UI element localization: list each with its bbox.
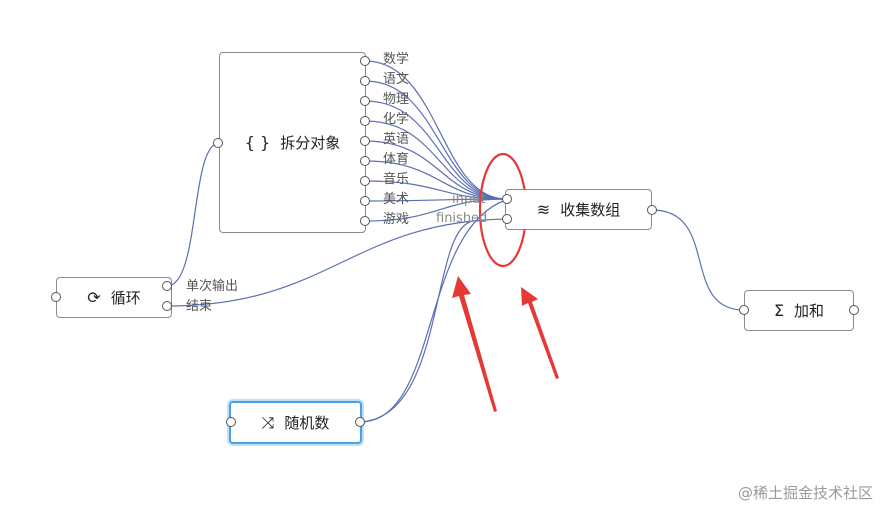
random-number-label: 随机数 [284, 414, 330, 432]
random-number-node[interactable]: ⤨ 随机数 [229, 401, 362, 444]
split-output-port[interactable] [360, 216, 370, 226]
loop-output-port-end[interactable] [162, 301, 172, 311]
collect-output-port[interactable] [647, 205, 657, 215]
split-output-label: 游戏 [383, 212, 410, 227]
split-output-label: 体育 [383, 152, 410, 167]
edge-loop-to-split [166, 142, 219, 287]
sum-output-port[interactable] [849, 305, 859, 315]
split-output-port[interactable] [360, 76, 370, 86]
split-output-label: 数学 [383, 52, 410, 67]
collect-finished-label: finished [436, 211, 488, 226]
edge-split-to-collect [364, 80, 507, 200]
annotation-arrow-left [452, 276, 497, 412]
edge-loop-end-to-collect [166, 218, 507, 307]
edge-split-to-collect [364, 198, 507, 222]
split-object-node[interactable]: { } 拆分对象 [219, 52, 366, 233]
collect-array-label: 收集数组 [560, 201, 621, 219]
collect-input-port[interactable] [502, 194, 512, 204]
edge-random-to-collect [359, 199, 507, 423]
edge-split-to-collect [364, 100, 507, 200]
split-output-port[interactable] [360, 196, 370, 206]
annotation-arrow-right [521, 287, 559, 379]
loop-output-label-single: 单次输出 [186, 279, 239, 294]
split-output-port[interactable] [360, 156, 370, 166]
split-input-port[interactable] [213, 138, 223, 148]
watermark: @稀土掘金技术社区 [737, 484, 873, 502]
random-output-port[interactable] [355, 417, 365, 427]
split-output-label: 语文 [383, 72, 410, 87]
edge-split-to-collect [364, 140, 507, 200]
sum-node[interactable]: Σ 加和 [744, 290, 854, 331]
shuffle-icon: ⤨ [261, 412, 275, 432]
split-output-label: 物理 [383, 92, 410, 107]
edge-random-to-collect-2 [359, 221, 471, 423]
split-output-port[interactable] [360, 136, 370, 146]
split-output-port[interactable] [360, 176, 370, 186]
loop-output-port-single[interactable] [162, 281, 172, 291]
split-output-port[interactable] [360, 56, 370, 66]
sum-input-port[interactable] [739, 305, 749, 315]
split-object-label: 拆分对象 [280, 134, 341, 152]
loop-label: 循环 [110, 289, 141, 307]
sigma-icon: Σ [773, 301, 785, 320]
edge-split-to-collect [364, 120, 507, 200]
edge-split-to-collect [364, 60, 507, 200]
split-output-port[interactable] [360, 96, 370, 106]
edge-collect-to-sum [651, 209, 745, 311]
split-output-port[interactable] [360, 116, 370, 126]
split-output-label: 化学 [383, 112, 410, 127]
loop-input-port[interactable] [51, 292, 61, 302]
collect-finished-port[interactable] [502, 214, 512, 224]
loop-icon: ⟳ [87, 288, 101, 307]
edge-split-to-collect [364, 180, 507, 200]
collect-array-node[interactable]: ≋ 收集数组 [505, 189, 652, 230]
loop-node[interactable]: ⟳ 循环 [56, 277, 172, 318]
edge-split-to-collect [364, 160, 507, 200]
edge-split-to-collect [364, 198, 507, 202]
split-output-label: 音乐 [383, 172, 410, 187]
loop-output-label-end: 结束 [186, 299, 213, 314]
random-input-port[interactable] [226, 417, 236, 427]
split-output-label: 美术 [383, 192, 410, 207]
layers-icon: ≋ [536, 200, 551, 219]
sum-label: 加和 [794, 302, 825, 320]
split-output-label: 英语 [383, 132, 410, 147]
collect-input-label: input [452, 192, 486, 207]
braces-icon: { } [244, 133, 271, 152]
